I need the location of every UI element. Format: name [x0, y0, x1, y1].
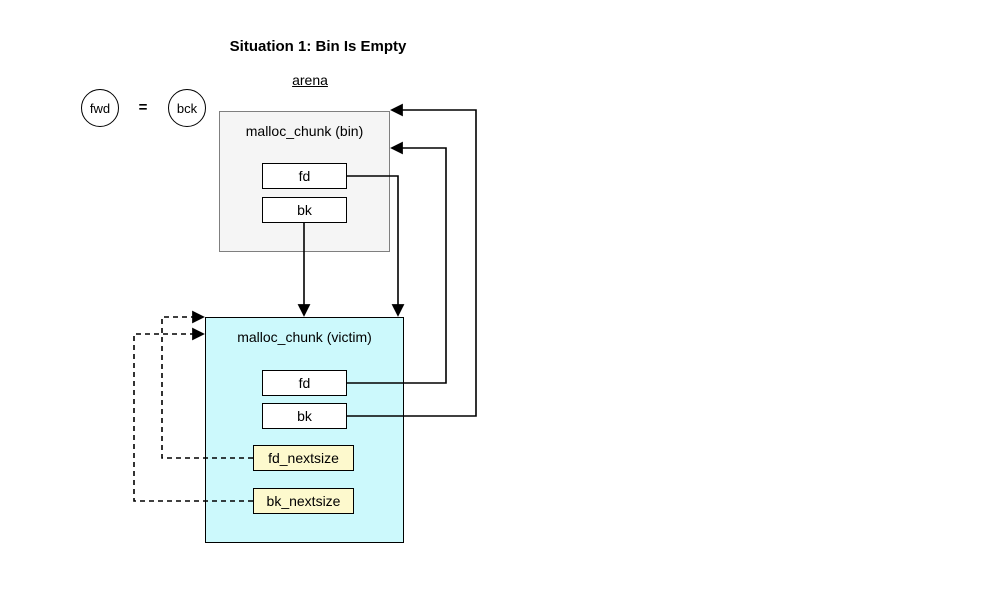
- equals-sign: =: [138, 99, 148, 116]
- victim-chunk-title: malloc_chunk (victim): [237, 329, 372, 345]
- fwd-node: fwd: [81, 89, 119, 127]
- diagram-title: Situation 1: Bin Is Empty: [229, 38, 407, 55]
- bin-chunk-title: malloc_chunk (bin): [245, 123, 364, 139]
- bck-node: bck: [168, 89, 206, 127]
- victim-field-fd: fd: [262, 370, 347, 396]
- arena-label: arena: [292, 72, 328, 88]
- victim-field-bk-nextsize: bk_nextsize: [253, 488, 354, 514]
- bck-node-label: bck: [176, 100, 198, 116]
- bin-field-bk: bk: [262, 197, 347, 223]
- victim-field-fd-nextsize: fd_nextsize: [253, 445, 354, 471]
- victim-field-bk: bk: [262, 403, 347, 429]
- bin-field-fd: fd: [262, 163, 347, 189]
- fwd-node-label: fwd: [89, 100, 111, 116]
